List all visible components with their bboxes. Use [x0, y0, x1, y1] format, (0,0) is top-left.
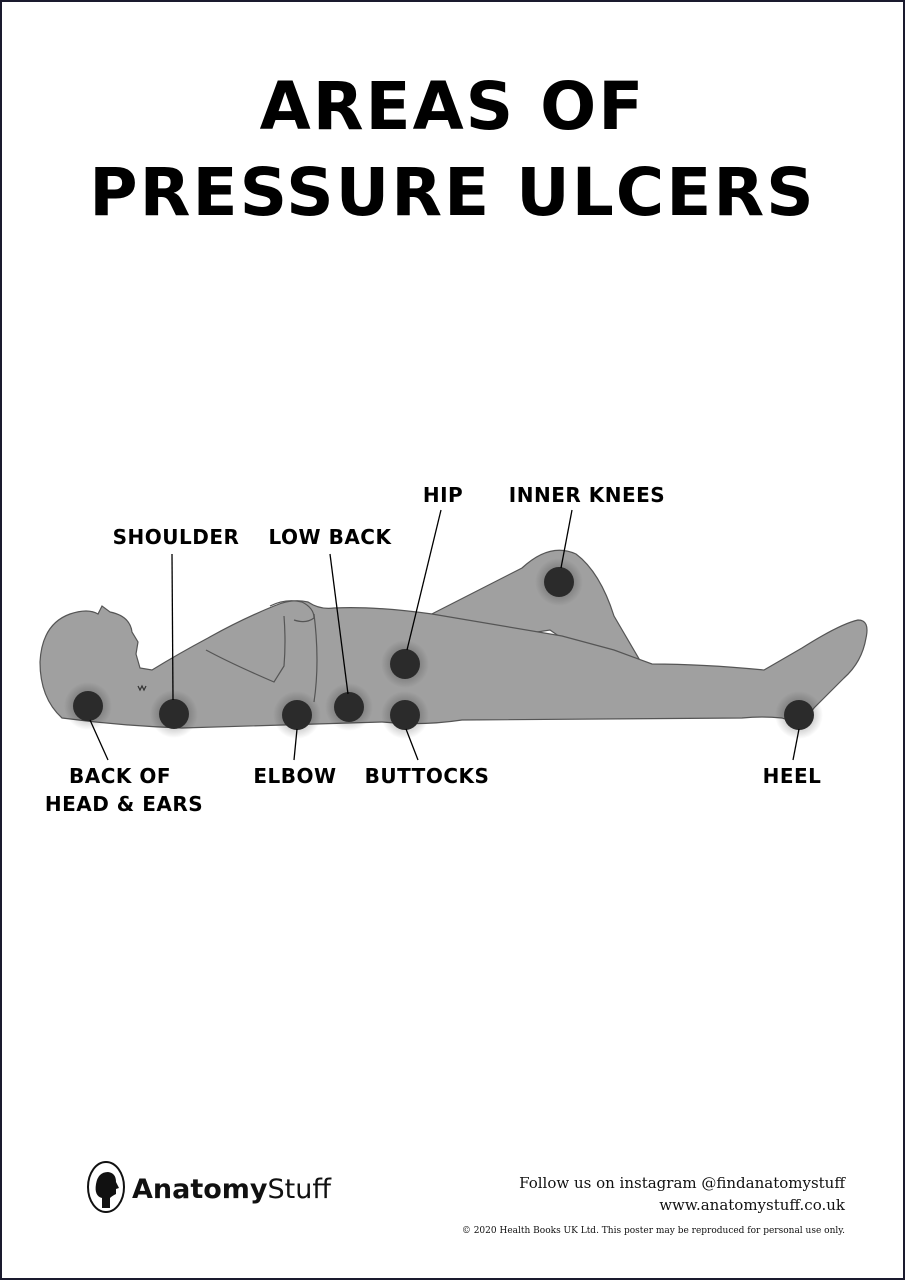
- title-line-2: PRESSURE ULCERS: [89, 154, 816, 231]
- label-elbow: ELBOW: [253, 764, 336, 788]
- head-profile-icon: [86, 1160, 126, 1218]
- label-back-of-head-2: HEAD & EARS: [45, 792, 203, 816]
- marker-low-back: [334, 692, 364, 722]
- leader-heel: [792, 728, 800, 761]
- website-link[interactable]: www.anatomystuff.co.uk: [659, 1196, 845, 1214]
- ear-detail: [137, 684, 147, 692]
- leader-buttocks: [405, 728, 419, 761]
- arm-line: [205, 615, 286, 683]
- label-low-back: LOW BACK: [269, 525, 393, 549]
- label-buttocks: BUTTOCKS: [365, 764, 490, 788]
- anatomystuff-logo[interactable]: AnatomyStuff: [86, 1160, 331, 1218]
- leader-inner-knees: [560, 509, 573, 569]
- label-hip: HIP: [423, 483, 463, 507]
- leader-shoulder: [171, 553, 174, 701]
- leader-elbow: [293, 728, 298, 761]
- leader-hip: [406, 509, 442, 651]
- marker-buttocks: [390, 700, 420, 730]
- label-shoulder: SHOULDER: [113, 525, 240, 549]
- torso-line: [313, 613, 318, 703]
- marker-heel: [784, 700, 814, 730]
- title-line-1: AREAS OF: [259, 68, 646, 145]
- instagram-text: Follow us on instagram @findanatomystuff: [519, 1174, 845, 1192]
- leader-back-of-head: [89, 719, 109, 761]
- leader-low-back: [329, 553, 349, 695]
- label-back-of-head-1: BACK OF: [69, 764, 171, 788]
- marker-back-of-head: [73, 691, 103, 721]
- logo-wordmark: AnatomyStuff: [132, 1173, 331, 1205]
- hand: [269, 600, 315, 623]
- marker-inner-knees: [544, 567, 574, 597]
- footer-info: Follow us on instagram @findanatomystuff…: [462, 1172, 845, 1238]
- label-heel: HEEL: [763, 764, 822, 788]
- marker-elbow: [282, 700, 312, 730]
- marker-shoulder: [159, 699, 189, 729]
- label-inner-knees: INNER KNEES: [509, 483, 665, 507]
- copyright-text: © 2020 Health Books UK Ltd. This poster …: [461, 1226, 845, 1236]
- marker-hip: [390, 649, 420, 679]
- page-title: AREAS OF PRESSURE ULCERS: [2, 64, 903, 236]
